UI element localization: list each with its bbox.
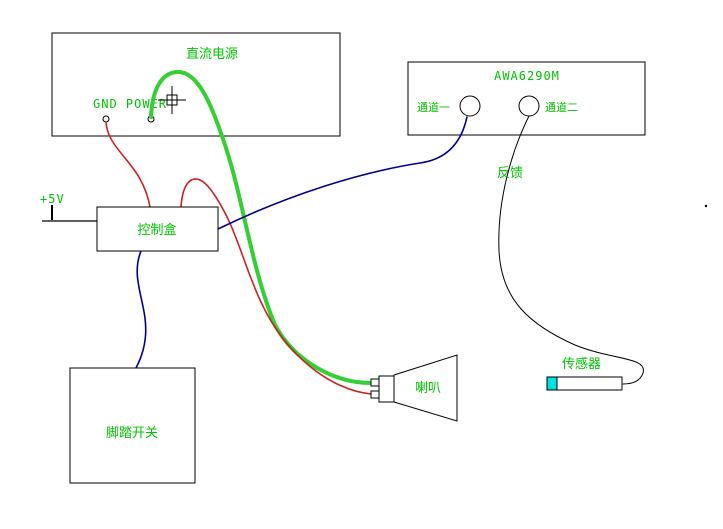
- red-gnd-wire: [105, 121, 151, 208]
- foot-switch-label: 脚踏开关: [106, 425, 158, 441]
- speaker-cone: [393, 354, 458, 422]
- channel-1-label: 通道一: [417, 100, 450, 114]
- sensor-tip: [546, 376, 558, 391]
- speaker-label: 喇叭: [415, 381, 441, 396]
- plus-5v-terminal: [42, 205, 97, 222]
- channel-2-connector: [518, 95, 540, 117]
- channel-2-label: 通道二: [545, 100, 578, 114]
- blue-footswitch-wire: [135, 250, 147, 369]
- analyzer-title-label: AWA6290M: [494, 69, 560, 83]
- black-sensor-wire: [498, 115, 644, 385]
- dc-power-supply-label: 直流电源: [186, 47, 238, 62]
- red-speaker-wire: [180, 178, 372, 395]
- blue-feedback-wire: [217, 116, 468, 230]
- speaker-driver: [378, 375, 395, 403]
- speaker-terminal-top: [370, 378, 380, 387]
- sensor-symbol: [546, 376, 623, 391]
- point-marker-icon: [158, 86, 186, 114]
- speaker-terminal-bottom: [370, 390, 380, 399]
- speaker-symbol: [370, 354, 458, 422]
- dot-mark: [704, 204, 708, 208]
- control-box: [96, 206, 219, 252]
- plus-5v-label: +5V: [40, 192, 65, 206]
- control-box-label: 控制盒: [137, 222, 176, 238]
- gnd-power-label: GND POWER: [93, 97, 167, 111]
- channel-1-connector: [459, 95, 481, 117]
- sensor-body: [556, 376, 623, 391]
- green-power-wire: [149, 69, 373, 385]
- foot-switch-box: [69, 367, 196, 484]
- feedback-label: 反馈: [497, 166, 523, 181]
- sensor-label: 传感器: [562, 356, 601, 372]
- gnd-terminal: [102, 115, 110, 123]
